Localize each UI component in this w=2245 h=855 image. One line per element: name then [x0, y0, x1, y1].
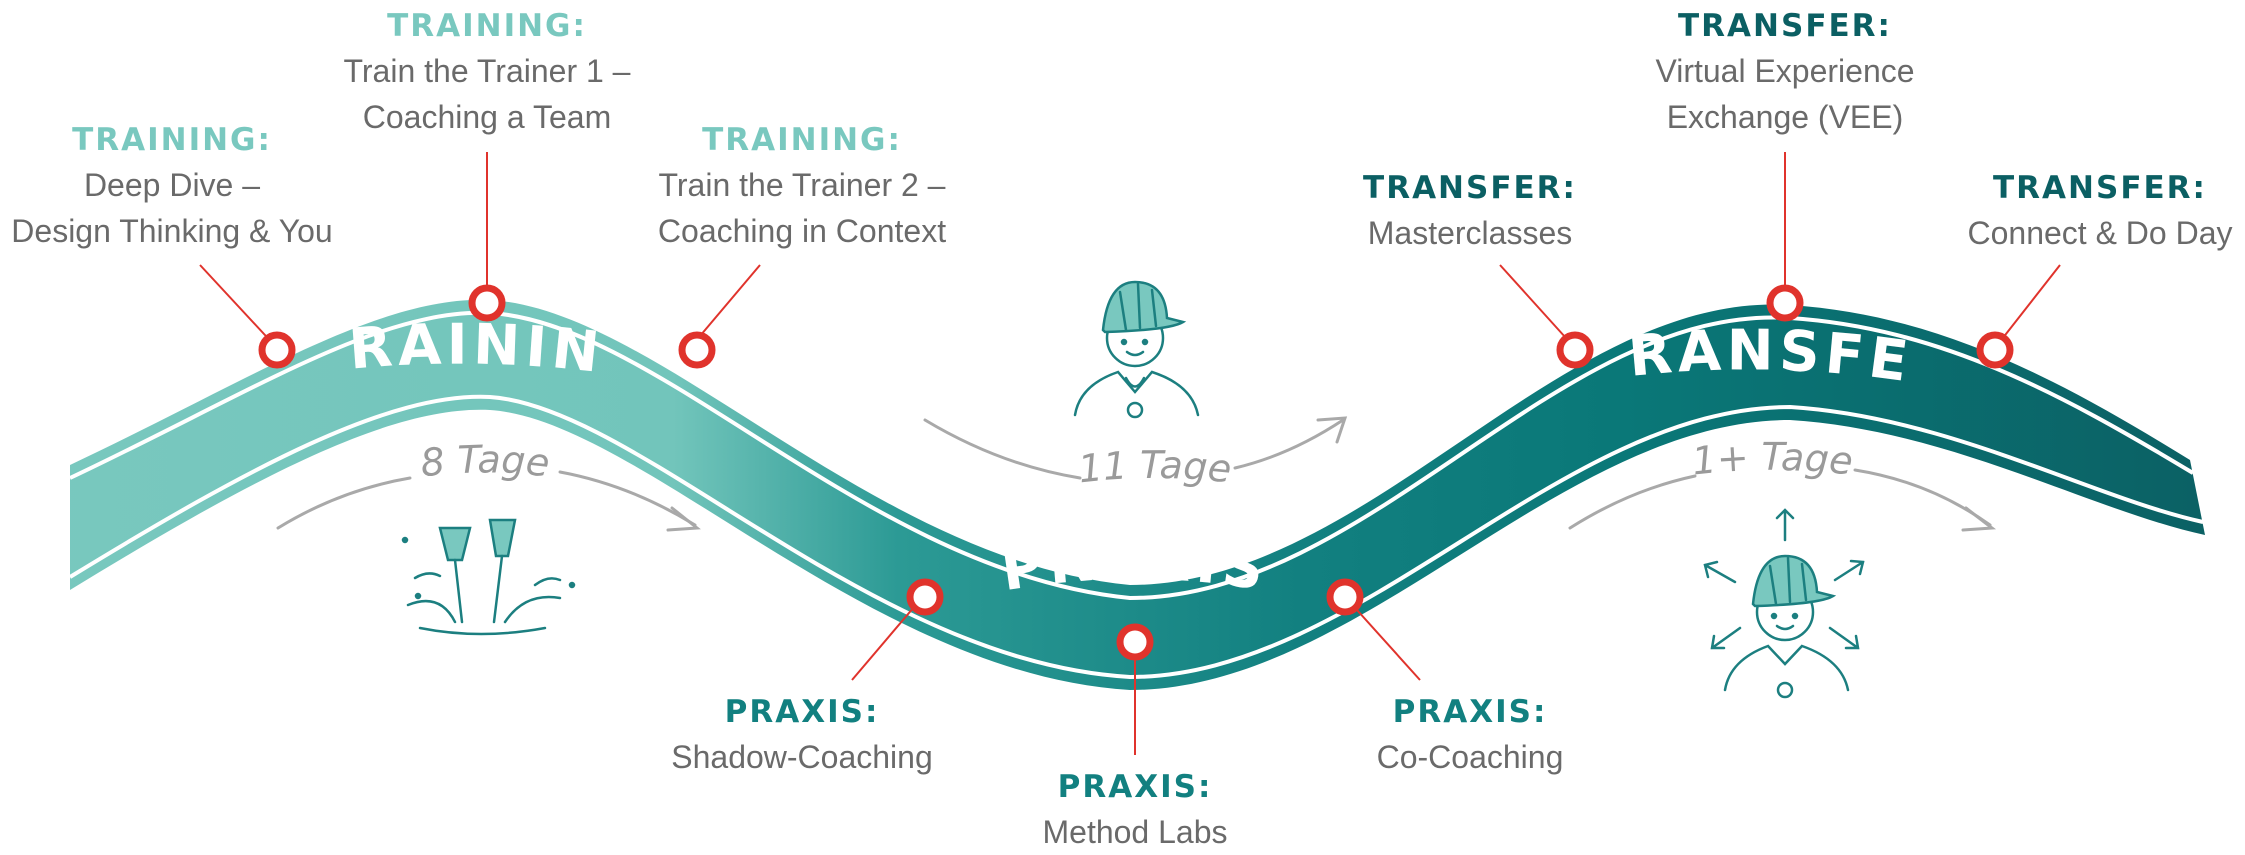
coach-radiating-arrows-icon — [1703, 508, 1865, 699]
label-line: Train the Trainer 1 – — [343, 53, 631, 89]
duration-transfer: 1+ Tage — [1690, 435, 1855, 484]
connector-ttt2 — [699, 264, 761, 337]
arrowhead-icon — [666, 506, 701, 532]
milestone-marker-icon — [678, 331, 716, 369]
label-line: Masterclasses — [1367, 215, 1573, 251]
label-line: Connect & Do Day — [1967, 215, 2233, 251]
label-method-labs: PRAXIS: Method Labs — [1042, 765, 1227, 855]
label-heading: PRAXIS: — [724, 694, 880, 730]
label-heading: TRAINING: — [72, 122, 272, 158]
label-vee: TRANSFER: Virtual Experience Exchange (V… — [1655, 4, 1914, 140]
label-ttt1: TRAINING: Train the Trainer 1 – Coaching… — [344, 4, 631, 140]
label-line: Deep Dive – — [83, 167, 261, 203]
band-top-rail — [69, 310, 2195, 601]
connector-masterclasses — [1499, 264, 1576, 349]
label-heading: PRAXIS: — [1057, 769, 1213, 805]
label-line: Train the Trainer 2 – — [658, 167, 946, 203]
band-label-praxis: PRAXIS — [997, 528, 1272, 604]
label-line: Co-Coaching — [1376, 739, 1564, 775]
label-heading: TRANSFER: — [1678, 8, 1892, 44]
label-line: Design Thinking & You — [11, 213, 333, 249]
label-line: Method Labs — [1042, 814, 1228, 850]
duration-arrow-training-left — [276, 476, 412, 530]
journey-band — [70, 299, 2205, 690]
label-line: Exchange (VEE) — [1666, 99, 1904, 135]
label-heading: TRAINING: — [702, 122, 902, 158]
label-heading: TRAINING: — [387, 8, 587, 44]
label-shadow-coaching: PRAXIS: Shadow-Coaching — [671, 690, 933, 780]
duration-arrows — [276, 416, 1997, 532]
connector-connect — [1994, 264, 2061, 349]
duration-arrow-praxis-right — [1233, 418, 1345, 470]
label-connect-do-day: TRANSFER: Connect & Do Day — [1967, 166, 2232, 256]
duration-arrow-transfer-right — [1853, 468, 1992, 527]
connector-lines — [199, 152, 2061, 755]
label-deep-dive: TRAINING: Deep Dive – Design Thinking & … — [11, 118, 332, 254]
duration-arrow-praxis-left — [923, 418, 1082, 480]
milestone-marker-icon — [1976, 331, 2014, 369]
connector-co-coaching — [1347, 599, 1421, 681]
coach-with-whistle-icon — [1073, 280, 1200, 419]
label-co-coaching: PRAXIS: Co-Coaching — [1377, 690, 1564, 780]
milestone-marker-icon — [1766, 284, 1804, 322]
duration-arrow-transfer-left — [1568, 474, 1697, 530]
duration-training: 8 Tage — [418, 437, 552, 485]
label-ttt2: TRAINING: Train the Trainer 2 – Coaching… — [658, 118, 946, 254]
milestone-marker-icon — [1326, 578, 1364, 616]
milestone-marker-icon — [468, 284, 506, 322]
label-masterclasses: TRANSFER: Masterclasses — [1363, 166, 1577, 256]
milestone-marker-icon — [1556, 331, 1594, 369]
arrowhead-icon — [1961, 506, 1997, 532]
milestone-marker-icon — [258, 331, 296, 369]
swimming-fins-icon — [401, 518, 576, 636]
arrowhead-icon — [1316, 416, 1348, 444]
duration-praxis: 11 Tage — [1076, 443, 1233, 492]
label-line: Coaching in Context — [657, 213, 947, 249]
connector-deep-dive — [199, 264, 278, 349]
label-line: Shadow-Coaching — [671, 739, 933, 775]
label-heading: TRANSFER: — [1993, 170, 2207, 206]
label-line: Coaching a Team — [362, 99, 612, 135]
label-line: Virtual Experience — [1655, 53, 1915, 89]
milestone-marker-icon — [906, 578, 944, 616]
milestone-marker-icon — [1116, 623, 1154, 661]
band-bottom-rail — [68, 394, 2204, 680]
label-heading: TRANSFER: — [1363, 170, 1577, 206]
connector-shadow — [851, 599, 921, 681]
label-heading: PRAXIS: — [1392, 694, 1548, 730]
